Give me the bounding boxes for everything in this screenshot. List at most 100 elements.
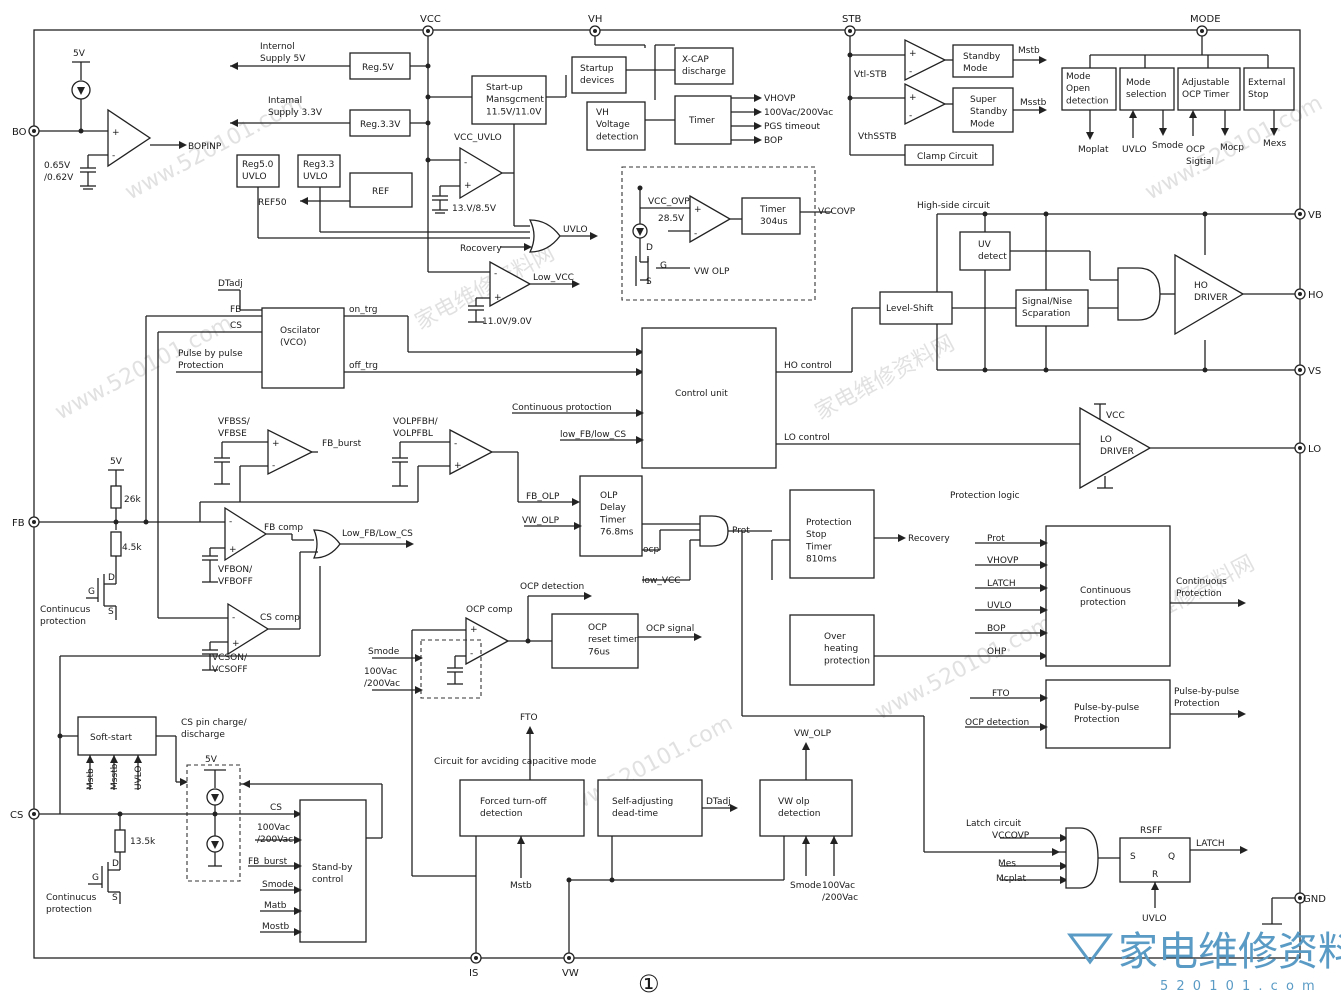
prot-input-label: Prot	[987, 534, 1005, 544]
self-adjusting-text: Self-adjusting	[612, 797, 673, 807]
text-line: discharge	[682, 67, 726, 77]
mode-selection-block	[1119, 67, 1175, 111]
pin-vcc-label: VCC	[420, 14, 441, 25]
text-line: Protection	[1174, 699, 1220, 709]
rsff-uvlo-label: UVLO	[1142, 914, 1167, 924]
svg-text:-: -	[470, 649, 473, 659]
pin-bo-label: BO	[12, 127, 27, 138]
pin-fb-label: FB	[12, 518, 25, 529]
text-line: Scparation	[1022, 309, 1070, 319]
control-unit-label: Control unit	[675, 389, 728, 399]
prot-and-gate	[699, 515, 729, 547]
ho-control-label: HO control	[784, 361, 832, 371]
text-line: devices	[580, 76, 615, 86]
rsff-label: RSFF	[1140, 826, 1162, 836]
adjustable-ocp-text: Adjustable	[1182, 78, 1230, 88]
vcc-ovp-comparator	[689, 194, 732, 244]
text-line: VCSOFF	[212, 665, 248, 675]
svg-text:+: +	[909, 93, 917, 103]
text-line: 304us	[760, 217, 788, 227]
bo-threshold-label: 0.65V/0.62V	[44, 161, 74, 183]
latch-mes-label: Mes	[998, 859, 1016, 869]
standby-mode-text: Standby	[963, 52, 1001, 62]
ovp-timer-text: Timer	[759, 205, 786, 215]
vccovp-output-label: VCCOVP	[818, 207, 856, 217]
startup-management-text: Start-up	[486, 83, 523, 93]
sc-matb-label: Matb	[264, 901, 287, 911]
fb-5v-label: 5V	[110, 457, 123, 467]
site-logo-brand: 家电维修资料网	[1118, 929, 1341, 975]
standby-mode-block	[952, 44, 1014, 78]
vcc-ovp-label: VCC_OVP	[648, 197, 690, 207]
protection-logic-title: Protection logic	[950, 491, 1020, 501]
cs-s-label: S	[112, 893, 118, 903]
capacitive-title: Circuit for avciding capacitive mode	[434, 757, 597, 767]
lo-driver	[1079, 406, 1152, 490]
uvlo-input-label: UVLO	[987, 601, 1012, 611]
pin-mode-label: MODE	[1190, 14, 1221, 25]
fb-d-label: D	[108, 573, 115, 583]
external-stop-text: External	[1248, 78, 1285, 88]
text-line: Voltage	[596, 120, 630, 130]
high-side-title: High-side circuit	[917, 201, 990, 211]
low-fb-cs-or-gate	[313, 529, 341, 559]
text-line: /200Vac	[364, 679, 400, 689]
fb-olp-label: FB_OLP	[526, 492, 560, 502]
text-line: VFBOFF	[218, 577, 253, 587]
gnd-symbol	[1262, 897, 1295, 925]
low-fb-cs-input-label: low_FB/low_CS	[560, 430, 626, 440]
lo-vcc-label: VCC	[1106, 411, 1125, 421]
clamp-circuit-label: Clamp Circuit	[917, 152, 978, 162]
cs-charge-text: CS pin charge/	[181, 718, 248, 728]
text-line: /0.62V	[44, 173, 74, 183]
vhovp-input-label: VHOVP	[987, 556, 1019, 566]
bo-threshold-text: 0.65V	[44, 161, 71, 171]
oscillator-block	[261, 307, 345, 389]
startup-devices-text: Startup	[580, 64, 614, 74]
pbp-output-text: Pulse-by-pulse	[1174, 687, 1240, 697]
text-line: protection	[46, 905, 92, 915]
vcson-text: VCSON/	[212, 653, 248, 663]
sc-smode-label: Smode	[262, 880, 294, 890]
low-vcc-label: Low_VCC	[533, 273, 574, 283]
resistor-13-5k	[114, 829, 126, 853]
ocp-detection-input-label: OCP detection	[965, 718, 1029, 728]
svg-text:+: +	[272, 439, 280, 449]
ocp-comp-label: OCP comp	[466, 605, 513, 615]
text-line: VOLPFBL	[393, 429, 433, 439]
adjustable-ocp-timer-block	[1177, 67, 1241, 111]
vfbss-text: VFBSS/	[218, 417, 251, 427]
ocp-vac-label: 100Vac/200Vac	[364, 667, 400, 689]
control-unit-section: Control unit HO control LO control Conti…	[512, 327, 832, 469]
site-logo-icon	[1067, 933, 1113, 965]
fto-input-label: FTO	[992, 689, 1010, 699]
control-unit-block	[641, 327, 777, 469]
self-adjusting-dead-time-block	[597, 779, 703, 837]
sc-cs-label: CS	[270, 803, 282, 813]
text-line: heating	[824, 644, 858, 654]
supply-section: Reg.5V Internol Supply 5V Reg.3.3V Intam…	[230, 36, 598, 327]
vcc-ovp-dashed-box	[621, 166, 816, 301]
ocp-detection-label: OCP detection	[520, 582, 584, 592]
pulse-by-pulse-protection-block	[1045, 679, 1171, 749]
dtadj-label: DTadj	[218, 279, 243, 289]
vh-vac-label: 100Vac/200Vac	[764, 108, 833, 118]
text-line: /200Vac	[822, 893, 858, 903]
svg-text:-: -	[909, 111, 912, 121]
sc-vac-text: 100Vac	[257, 823, 290, 833]
ocp-smode-label: Smode	[368, 647, 400, 657]
ocp-dashed-box	[420, 639, 482, 699]
standby-control-text: Stand-by	[312, 863, 353, 873]
text-line: Stop	[806, 530, 827, 540]
text-line: Supply 5V	[260, 54, 306, 64]
volpfb-comparator	[449, 428, 494, 476]
softstart-section: Soft-start Mstb Msstb UVLO CS pin charge…	[39, 656, 383, 915]
